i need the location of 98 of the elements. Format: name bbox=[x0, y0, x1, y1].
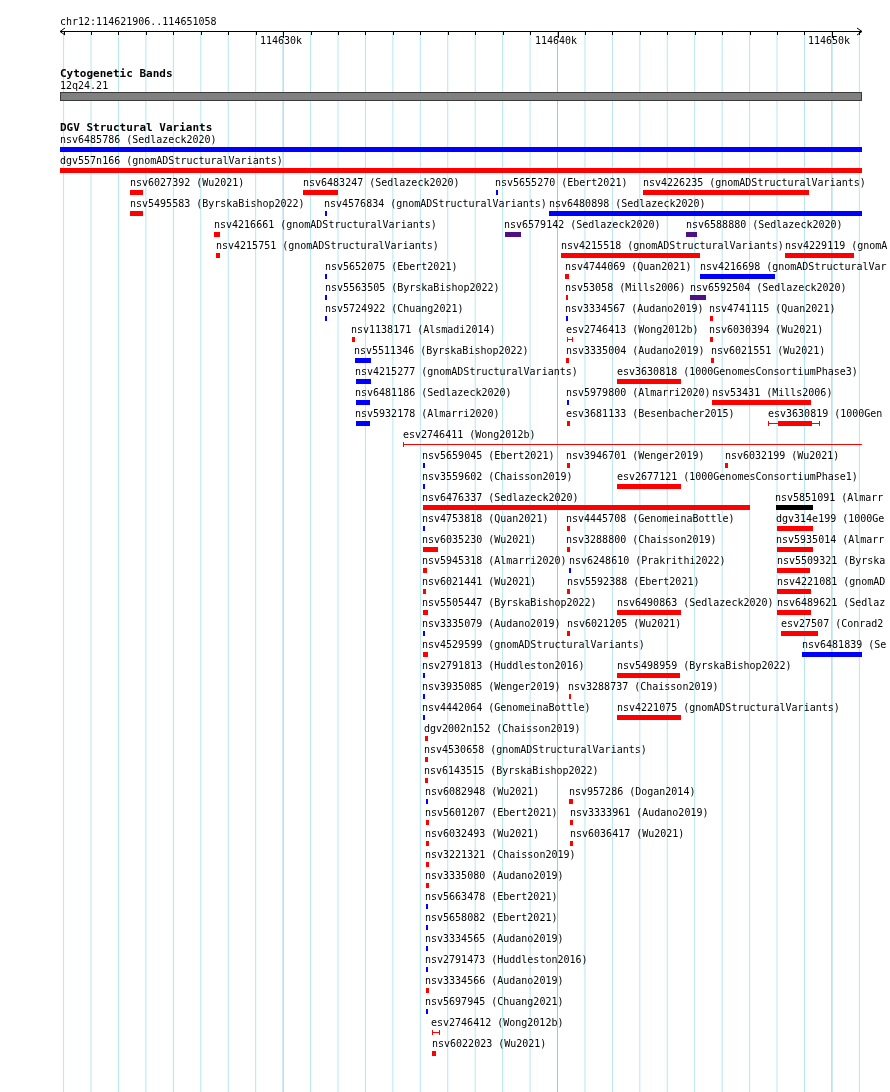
variant-label: nsv3335004 (Audano2019) bbox=[566, 345, 705, 357]
variant-label: nsv6490863 (Sedlazeck2020) bbox=[617, 597, 774, 609]
variant-label: nsv4216661 (gnomADStructuralVariants) bbox=[214, 219, 437, 231]
variant-label: esv2746412 (Wong2012b) bbox=[431, 1017, 564, 1029]
variant-label: nsv3288737 (Chaisson2019) bbox=[568, 681, 719, 693]
variant-label: nsv6036417 (Wu2021) bbox=[570, 828, 685, 840]
variant-label: dgv314e199 (1000Ge bbox=[776, 513, 885, 525]
variant-label: nsv4221081 (gnomAD bbox=[777, 576, 886, 588]
variant-label: nsv5655270 (Ebert2021) bbox=[495, 177, 628, 189]
variant-label: nsv5935014 (Almarr bbox=[776, 534, 885, 546]
variant-label: nsv4442064 (GenomeinaBottle) bbox=[422, 702, 591, 714]
variant-label: nsv5652075 (Ebert2021) bbox=[325, 261, 458, 273]
variant-label: esv2746411 (Wong2012b) bbox=[403, 429, 536, 441]
variant-label: nsv5659045 (Ebert2021) bbox=[422, 450, 555, 462]
variant-label: nsv53058 (Mills2006) bbox=[565, 282, 686, 294]
variant-label: nsv5945318 (Almarri2020) bbox=[422, 555, 567, 567]
variant-label: nsv6480898 (Sedlazeck2020) bbox=[549, 198, 706, 210]
variant-label: nsv5505447 (ByrskaBishop2022) bbox=[422, 597, 597, 609]
variant-label: dgv2002n152 (Chaisson2019) bbox=[424, 723, 581, 735]
variant-label: nsv6021205 (Wu2021) bbox=[567, 618, 682, 630]
variant-label: nsv5979800 (Almarri2020) bbox=[566, 387, 711, 399]
variant-label: nsv4226235 (gnomADStructuralVariants) bbox=[643, 177, 866, 189]
variant-label: nsv4530658 (gnomADStructuralVariants) bbox=[424, 744, 647, 756]
variant-label: nsv53431 (Mills2006) bbox=[712, 387, 833, 399]
variant-label: nsv5601207 (Ebert2021) bbox=[425, 807, 558, 819]
variant-label: nsv6021551 (Wu2021) bbox=[711, 345, 826, 357]
variant-label: nsv6027392 (Wu2021) bbox=[130, 177, 245, 189]
variant-label: esv3630819 (1000Gen bbox=[768, 408, 883, 420]
tick-label: 114650k bbox=[808, 35, 851, 47]
variant-label: nsv4215751 (gnomADStructuralVariants) bbox=[216, 240, 439, 252]
variant-label: nsv1138171 (Alsmadi2014) bbox=[351, 324, 496, 336]
variant-label: nsv6579142 (Sedlazeck2020) bbox=[504, 219, 661, 231]
variant-label: nsv5932178 (Almarri2020) bbox=[355, 408, 500, 420]
chromosome-coordinates: chr12:114621906..114651058 bbox=[60, 16, 217, 28]
variant-label: nsv5592388 (Ebert2021) bbox=[567, 576, 700, 588]
variant-label: nsv6588880 (Sedlazeck2020) bbox=[686, 219, 843, 231]
variant-label: nsv3334566 (Audano2019) bbox=[425, 975, 564, 987]
variant-label: nsv5851091 (Almarr bbox=[775, 492, 884, 504]
variant-label: nsv2791813 (Huddleston2016) bbox=[422, 660, 585, 672]
track-title: DGV Structural Variants bbox=[60, 121, 213, 134]
variant-label: esv27507 (Conrad2 bbox=[781, 618, 884, 630]
variant-label: esv3630818 (1000GenomesConsortiumPhase3) bbox=[617, 366, 858, 378]
variant-label: nsv4741115 (Quan2021) bbox=[709, 303, 836, 315]
variant-label: nsv6489621 (Sedlaz bbox=[777, 597, 886, 609]
variant-label: esv2746413 (Wong2012b) bbox=[566, 324, 699, 336]
tick-label: 114640k bbox=[535, 35, 578, 47]
variant-label: nsv3333961 (Audano2019) bbox=[570, 807, 709, 819]
variant-label: nsv6481186 (Sedlazeck2020) bbox=[355, 387, 512, 399]
variant-label: nsv5724922 (Chuang2021) bbox=[325, 303, 464, 315]
variant-label: nsv6248610 (Prakrithi2022) bbox=[569, 555, 726, 567]
variant-label: nsv4529599 (gnomADStructuralVariants) bbox=[422, 639, 645, 651]
variant-label: nsv3288800 (Chaisson2019) bbox=[566, 534, 717, 546]
variant-label: nsv4216698 (gnomADStructuralVar bbox=[700, 261, 887, 273]
variant-label: nsv2791473 (Huddleston2016) bbox=[425, 954, 588, 966]
variant-label: dgv557n166 (gnomADStructuralVariants) bbox=[60, 155, 283, 167]
variant-label: nsv4221075 (gnomADStructuralVariants) bbox=[617, 702, 840, 714]
variant-label: nsv4445708 (GenomeinaBottle) bbox=[566, 513, 735, 525]
variant-label: nsv5509321 (Byrska bbox=[777, 555, 886, 567]
tick-label: 114630k bbox=[260, 35, 303, 47]
variant-label: nsv6143515 (ByrskaBishop2022) bbox=[424, 765, 599, 777]
variant-label: nsv5498959 (ByrskaBishop2022) bbox=[617, 660, 792, 672]
variant-label: nsv4753818 (Quan2021) bbox=[422, 513, 549, 525]
variant-label: esv3681133 (Besenbacher2015) bbox=[566, 408, 735, 420]
variant-label: nsv3221321 (Chaisson2019) bbox=[425, 849, 576, 861]
variant-label: nsv3946701 (Wenger2019) bbox=[566, 450, 705, 462]
variant-label: nsv6592504 (Sedlazeck2020) bbox=[690, 282, 847, 294]
variant-label: nsv6476337 (Sedlazeck2020) bbox=[422, 492, 579, 504]
variant-label: nsv4576834 (gnomADStructuralVariants) bbox=[324, 198, 547, 210]
variant-label: nsv6032493 (Wu2021) bbox=[425, 828, 540, 840]
variant-label: nsv3334565 (Audano2019) bbox=[425, 933, 564, 945]
variant-label: nsv3559602 (Chaisson2019) bbox=[422, 471, 573, 483]
variant-label: nsv957286 (Dogan2014) bbox=[569, 786, 696, 798]
variant-label: nsv6082948 (Wu2021) bbox=[425, 786, 540, 798]
variant-label: nsv3335080 (Audano2019) bbox=[425, 870, 564, 882]
variant-label: nsv6481839 (Se bbox=[802, 639, 887, 651]
variant-label: nsv6022023 (Wu2021) bbox=[432, 1038, 547, 1050]
variant-label: nsv5511346 (ByrskaBishop2022) bbox=[354, 345, 529, 357]
variant-label: nsv6483247 (Sedlazeck2020) bbox=[303, 177, 460, 189]
variant-label: nsv4215518 (gnomADStructuralVariants) bbox=[561, 240, 784, 252]
variant-label: nsv6035230 (Wu2021) bbox=[422, 534, 537, 546]
variant-label: nsv6021441 (Wu2021) bbox=[422, 576, 537, 588]
variant-label: nsv5658082 (Ebert2021) bbox=[425, 912, 558, 924]
track-title: Cytogenetic Bands bbox=[60, 67, 173, 80]
variant-label: nsv5563505 (ByrskaBishop2022) bbox=[325, 282, 500, 294]
variant-label: nsv4744069 (Quan2021) bbox=[565, 261, 692, 273]
variant-label: nsv4215277 (gnomADStructuralVariants) bbox=[355, 366, 578, 378]
variant-label: nsv3334567 (Audano2019) bbox=[565, 303, 704, 315]
variant-label: nsv6032199 (Wu2021) bbox=[725, 450, 840, 462]
variant-label: nsv3935085 (Wenger2019) bbox=[422, 681, 561, 693]
variant-label: nsv6030394 (Wu2021) bbox=[709, 324, 824, 336]
variant-label: nsv5697945 (Chuang2021) bbox=[425, 996, 564, 1008]
variant-label: nsv3335079 (Audano2019) bbox=[422, 618, 561, 630]
band-label: 12q24.21 bbox=[60, 80, 109, 92]
variant-label: nsv6485786 (Sedlazeck2020) bbox=[60, 134, 217, 146]
variant-label: nsv5495583 (ByrskaBishop2022) bbox=[130, 198, 305, 210]
variant-label: nsv4229119 (gnomA bbox=[785, 240, 888, 252]
variant-label: nsv5663478 (Ebert2021) bbox=[425, 891, 558, 903]
variant-label: esv2677121 (1000GenomesConsortiumPhase1) bbox=[617, 471, 858, 483]
